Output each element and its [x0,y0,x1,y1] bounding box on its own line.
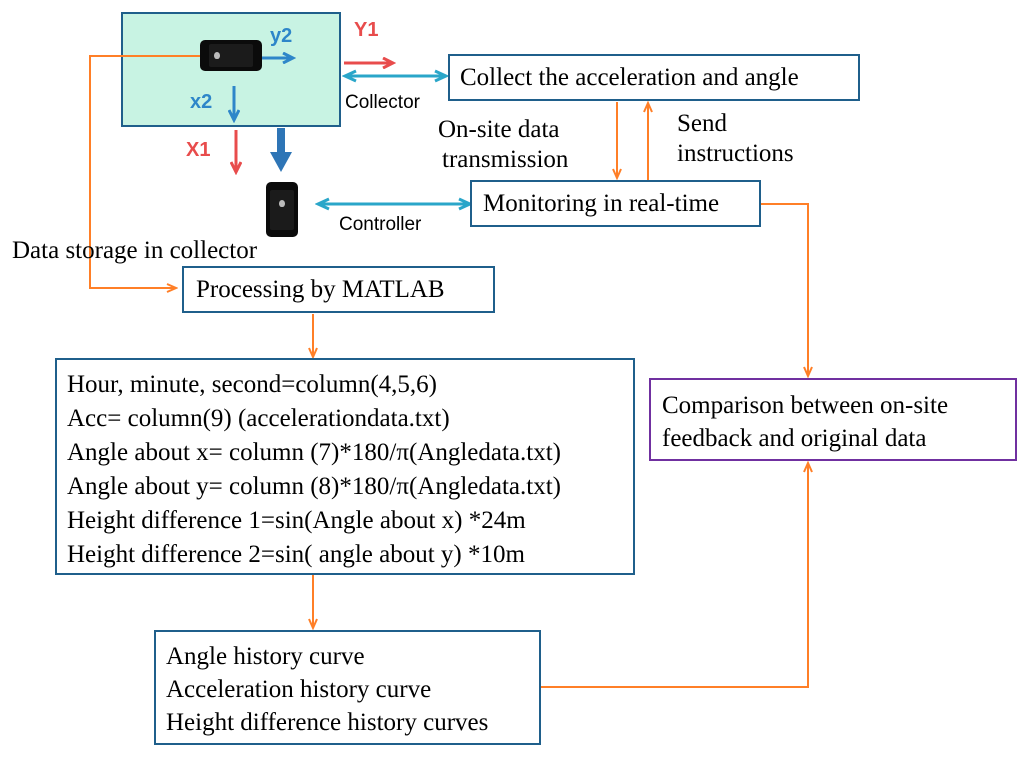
controller-phone-icon [266,182,298,237]
transfer-arrow [270,128,292,172]
collector-label: Collector [345,92,420,113]
processing-box: Processing by MATLAB [182,266,495,313]
y1-axis-label: Y1 [354,19,379,41]
x2-axis-label: x2 [190,91,213,113]
curve-line: Acceleration history curve [166,676,432,703]
send-instructions-label: Send instructions [677,110,794,167]
formula-line: Acc= column(9) (accelerationdata.txt) [67,405,450,432]
formula-line: Angle about x= column (7)*180/π(Angledat… [67,439,561,466]
comparison-line: feedback and original data [662,425,927,452]
curves-to-comparison-arrow [541,463,808,688]
comparison-box: Comparison between on-site feedback and … [649,378,1017,461]
comparison-line: Comparison between on-site [662,392,949,419]
x1-axis-label: X1 [186,139,211,161]
formula-line: Height difference 2=sin( angle about y) … [67,541,525,568]
onsite-transmission-label: On-site data transmission [438,116,569,173]
collector-phone-icon [200,40,262,71]
monitoring-to-comparison-arrow [761,203,808,376]
curve-line: Angle history curve [166,643,365,670]
formulas-box: Hour, minute, second=column(4,5,6) Acc= … [55,358,635,575]
monitoring-box: Monitoring in real-time [470,180,761,227]
y2-axis-label: y2 [270,25,293,47]
collect-box: Collect the acceleration and angle [448,54,860,101]
formula-line: Hour, minute, second=column(4,5,6) [67,371,437,398]
controller-label: Controller [339,214,422,235]
data-storage-label: Data storage in collector [12,237,258,264]
formula-line: Height difference 1=sin(Angle about x) *… [67,507,526,534]
curves-box: Angle history curve Acceleration history… [154,630,541,745]
formula-line: Angle about y= column (8)*180/π(Angledat… [67,473,561,500]
curve-line: Height difference history curves [166,709,489,736]
storage-flow-arrow [89,55,200,288]
